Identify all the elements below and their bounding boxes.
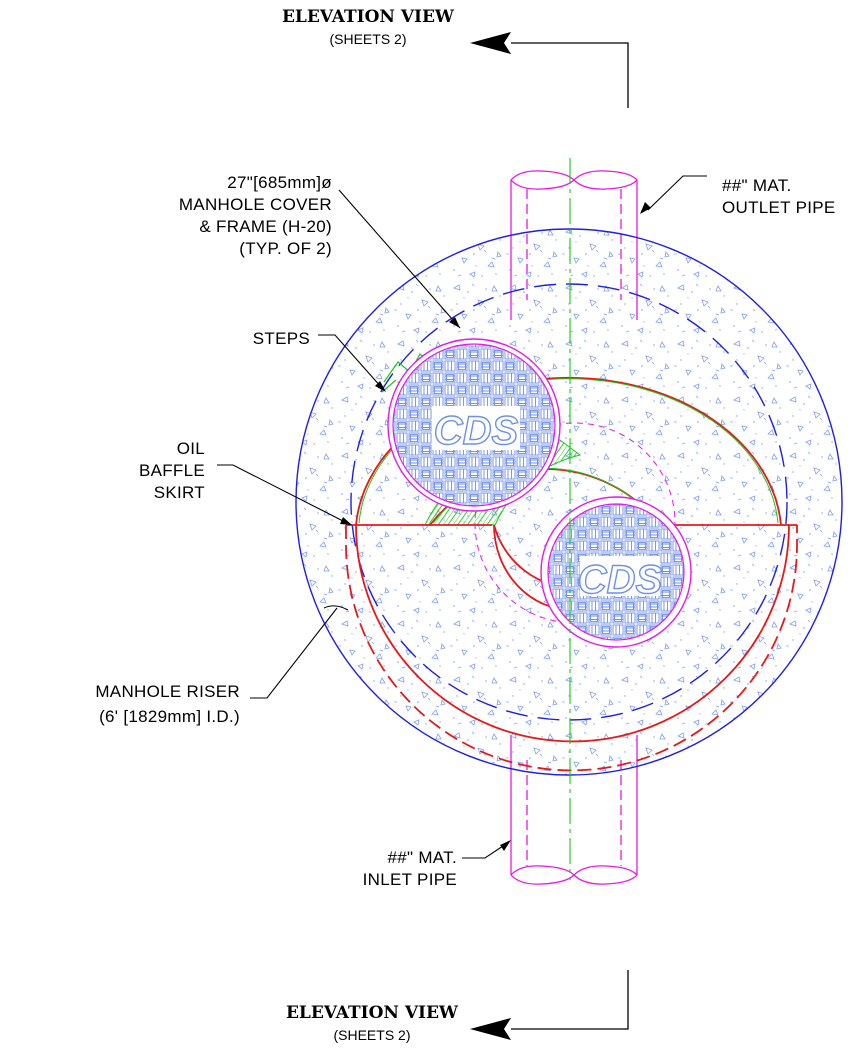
svg-text:(6' [1829mm] I.D.): (6' [1829mm] I.D.) bbox=[99, 707, 240, 726]
cover-logo-2: CDS bbox=[578, 558, 663, 602]
section-sheet-top: (SHEETS 2) bbox=[329, 31, 406, 47]
svg-text:INLET PIPE: INLET PIPE bbox=[363, 870, 457, 889]
leader-lines bbox=[217, 175, 707, 859]
svg-text:SKIRT: SKIRT bbox=[154, 483, 205, 502]
section-sheet-bottom: (SHEETS 2) bbox=[333, 1027, 410, 1043]
svg-text:##" MAT.: ##" MAT. bbox=[387, 848, 457, 867]
svg-text:(TYP. OF 2): (TYP. OF 2) bbox=[239, 239, 332, 258]
svg-text:OUTLET PIPE: OUTLET PIPE bbox=[722, 198, 836, 217]
manhole-riser-wall bbox=[295, 228, 843, 776]
leader-arrowheads bbox=[340, 202, 651, 851]
riser-wall-tick bbox=[323, 605, 349, 611]
svg-text:BAFFLE: BAFFLE bbox=[139, 461, 205, 480]
label-steps: STEPS bbox=[253, 329, 310, 348]
manhole-cover-1: CDS bbox=[387, 338, 561, 512]
cover-logo-1: CDS bbox=[434, 409, 519, 453]
section-title-bottom: ELEVATION VIEW bbox=[286, 1003, 459, 1023]
svg-text:27"[685mm]ø: 27"[685mm]ø bbox=[227, 173, 332, 192]
label-oil-baffle-skirt: OIL BAFFLE SKIRT bbox=[139, 439, 205, 502]
label-manhole-riser: MANHOLE RISER (6' [1829mm] I.D.) bbox=[95, 682, 240, 726]
svg-text:MANHOLE COVER: MANHOLE COVER bbox=[179, 195, 332, 214]
section-title-top: ELEVATION VIEW bbox=[282, 7, 455, 27]
svg-text:& FRAME (H-20): & FRAME (H-20) bbox=[199, 217, 332, 236]
section-arrow-bottom bbox=[470, 970, 629, 1040]
svg-text:##" MAT.: ##" MAT. bbox=[722, 176, 792, 195]
svg-text:OIL: OIL bbox=[177, 439, 205, 458]
label-outlet-pipe: ##" MAT. OUTLET PIPE bbox=[722, 176, 836, 217]
section-arrow-top bbox=[470, 32, 629, 108]
svg-text:MANHOLE RISER: MANHOLE RISER bbox=[95, 682, 240, 701]
label-manhole-cover: 27"[685mm]ø MANHOLE COVER & FRAME (H-20)… bbox=[179, 173, 332, 258]
label-inlet-pipe: ##" MAT. INLET PIPE bbox=[363, 848, 457, 889]
manhole-cover-2: CDS bbox=[540, 496, 692, 648]
